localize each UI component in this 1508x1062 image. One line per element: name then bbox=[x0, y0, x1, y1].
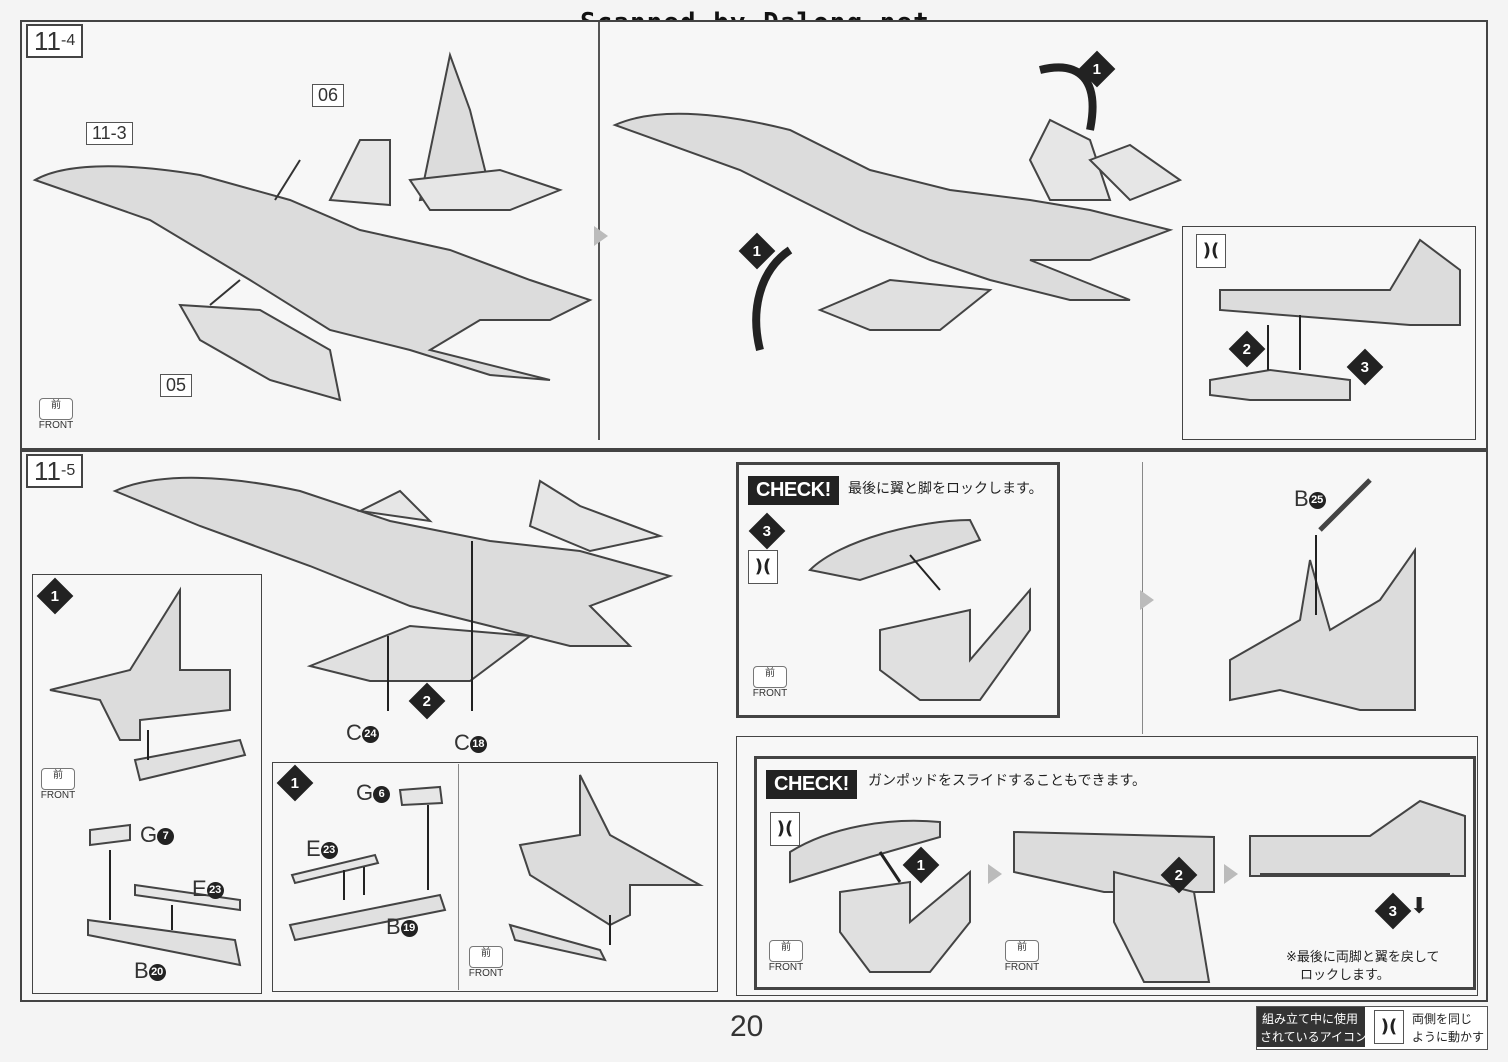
tail-fin-illustration bbox=[1229, 478, 1416, 711]
jet-illustration-11-4-left bbox=[32, 51, 593, 402]
sequence-arrow-11-4 bbox=[594, 226, 608, 246]
inset-left-illustration bbox=[49, 586, 247, 967]
check-title-2: CHECK! bbox=[766, 770, 857, 799]
check2-note-line2: ロックします。 bbox=[1300, 968, 1390, 983]
part-05-tag: 05 bbox=[160, 374, 193, 397]
jet-illustration-11-5 bbox=[112, 476, 674, 711]
footer-legend-label-1: 組み立て中に使用 bbox=[1262, 1012, 1359, 1026]
check2-illustration-2 bbox=[1013, 830, 1215, 983]
down-arrow-icon: ⬇ bbox=[1410, 894, 1429, 919]
check1-illustration bbox=[807, 518, 1031, 701]
footer-icon-desc-1: 両側を同じ bbox=[1412, 1012, 1473, 1026]
step-11-4-number: 11-4 bbox=[26, 24, 84, 58]
inset-mid-divider bbox=[458, 764, 459, 990]
symmetric-move-icon-check2: )( bbox=[770, 812, 800, 846]
check2-arrow-2 bbox=[1224, 864, 1238, 884]
check2-arrow-1 bbox=[988, 864, 1002, 884]
page-number: 20 bbox=[730, 1010, 764, 1043]
symmetric-move-icon-11-4: )( bbox=[1196, 234, 1226, 268]
part-06-tag: 06 bbox=[312, 84, 345, 107]
inset-mid-illustration bbox=[288, 774, 704, 962]
check2-illustration-1 bbox=[789, 819, 971, 973]
footer-legend-label-2: されているアイコン bbox=[1260, 1030, 1368, 1044]
inset-wing-11-4 bbox=[1209, 238, 1461, 401]
footer-legend-label-bg bbox=[1257, 1007, 1365, 1047]
check2-illustration-3 bbox=[1249, 799, 1466, 877]
check-title-1: CHECK! bbox=[748, 476, 839, 505]
symmetric-move-icon-legend: )( bbox=[1374, 1010, 1404, 1044]
footer-icon-desc-2: ように動かす bbox=[1412, 1030, 1485, 1044]
sequence-arrow-11-5 bbox=[1140, 590, 1154, 610]
symmetric-move-icon-check1: )( bbox=[748, 550, 778, 584]
check-text-2: ガンポッドをスライドすることもできます。 bbox=[868, 773, 1147, 789]
step-11-5-number: 11-5 bbox=[26, 454, 84, 488]
ref-tag-11-3: 11-3 bbox=[86, 122, 133, 145]
check2-note-line1: ※最後に両脚と翼を戻して bbox=[1286, 950, 1440, 965]
jet-illustration-11-4-right bbox=[612, 63, 1183, 351]
check-text-1: 最後に翼と脚をロックします。 bbox=[848, 481, 1043, 497]
